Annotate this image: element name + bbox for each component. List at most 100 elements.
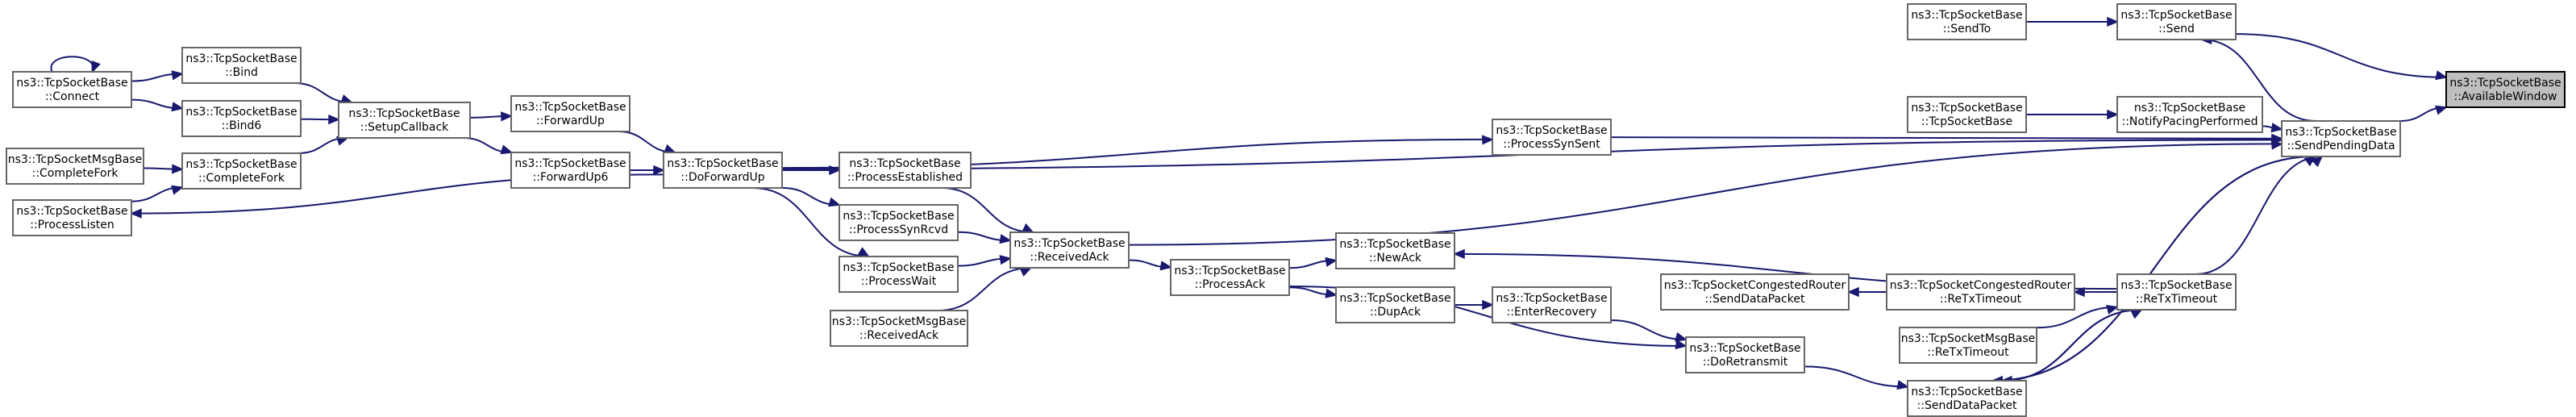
node-process-syn-sent[interactable]: ns3::TcpSocketBase::ProcessSynSent	[1492, 119, 1612, 156]
edge-complete_fork-to-setup_callback	[298, 136, 349, 154]
node-class-label: ns3::TcpSocketBase	[843, 210, 954, 223]
edge-bind6-to-setup_callback	[300, 114, 340, 125]
node-method-label: ::DoRetransmit	[1703, 356, 1788, 369]
node-setup-callback[interactable]: ns3::TcpSocketBase::SetupCallback	[338, 102, 471, 139]
node-class-label: ns3::TcpSocketCongestedRouter	[1890, 279, 2072, 292]
node-class-label: ns3::TcpSocketBase	[1339, 238, 1450, 251]
node-connect[interactable]: ns3::TcpSocketBase::Connect	[12, 71, 132, 108]
node-box	[839, 204, 959, 241]
node-method-label: ::TcpSocketBase	[1921, 115, 2012, 128]
node-box	[181, 152, 302, 190]
node-box	[510, 152, 630, 189]
edge-notify_pacing-to-send_pending_data	[2262, 123, 2283, 133]
edge-line	[2201, 39, 2316, 122]
node-class-label: ns3::TcpSocketBase	[1911, 9, 2022, 22]
arrowhead	[2130, 309, 2143, 319]
edge-congested_re_tx_timeout-to-congested_send_data_packet	[1847, 286, 1887, 298]
node-box	[1907, 380, 2027, 417]
node-box	[1009, 231, 1130, 269]
node-box	[839, 152, 972, 189]
node-msg-received-ack[interactable]: ns3::TcpSocketMsgBase::ReceivedAck	[830, 310, 968, 347]
node-send-data-packet[interactable]: ns3::TcpSocketBase::SendDataPacket	[1907, 380, 2027, 417]
node-new-ack[interactable]: ns3::TcpSocketBase::NewAck	[1335, 232, 1455, 269]
node-send[interactable]: ns3::TcpSocketBase::Send	[2116, 3, 2237, 40]
arrowhead	[1159, 261, 1172, 271]
edge-process_listen-to-complete_fork	[131, 185, 184, 202]
edge-line	[937, 267, 1031, 311]
node-class-label: ns3::TcpSocketBase	[348, 107, 460, 120]
node-congested-send-data-packet[interactable]: ns3::TcpSocketCongestedRouter::SendDataP…	[1660, 273, 1850, 311]
arrowhead	[1847, 286, 1859, 298]
node-send-pending-data[interactable]: ns3::TcpSocketBase::SendPendingData	[2281, 120, 2401, 157]
node-method-label: ::ReTxTimeout	[2136, 293, 2218, 306]
node-bind6[interactable]: ns3::TcpSocketBase::Bind6	[181, 100, 302, 137]
node-method-label: ::SendDataPacket	[1705, 293, 1805, 306]
edge-process_ack-to-new_ack	[1288, 256, 1338, 269]
node-class-label: ns3::TcpSocketBase	[843, 261, 954, 274]
node-class-label: ns3::TcpSocketBase	[2134, 102, 2245, 115]
edge-line	[1610, 319, 1687, 341]
node-do-forward-up[interactable]: ns3::TcpSocketBase::DoForwardUp	[663, 152, 783, 189]
node-send-to[interactable]: ns3::TcpSocketBase::SendTo	[1907, 3, 2027, 40]
edge-do_forward_up-to-process_syn_rcvd	[781, 186, 841, 207]
arrowhead	[328, 114, 340, 125]
arrowhead	[2106, 304, 2119, 315]
edge-dup_ack-to-enter_recovery	[1454, 299, 1494, 311]
node-process-wait[interactable]: ns3::TcpSocketBase::ProcessWait	[839, 256, 959, 293]
edge-connect-to-bind	[131, 70, 184, 82]
edge-do_forward_up-to-process_established	[781, 165, 841, 176]
node-bind[interactable]: ns3::TcpSocketBase::Bind	[181, 47, 302, 84]
edge-setup_callback-to-forward_up6	[463, 137, 514, 155]
node-box	[1660, 273, 1850, 311]
node-box	[2116, 96, 2263, 133]
node-method-label: ::ProcessListen	[30, 219, 114, 231]
edge-line	[1992, 156, 2316, 382]
node-method-label: ::ProcessEstablished	[847, 171, 963, 184]
node-box	[1886, 273, 2075, 311]
node-dup-ack[interactable]: ns3::TcpSocketBase::DupAck	[1335, 286, 1455, 323]
node-forward-up[interactable]: ns3::TcpSocketBase::ForwardUp	[510, 95, 630, 132]
node-do-retransmit[interactable]: ns3::TcpSocketBase::DoRetransmit	[1685, 336, 1805, 373]
node-available-window: ns3::TcpSocketBase::AvailableWindow	[2445, 71, 2566, 108]
node-box	[2445, 71, 2566, 108]
node-box	[1492, 119, 1612, 156]
edge-line	[1128, 143, 2283, 246]
node-method-label: ::SendDataPacket	[1917, 399, 2017, 412]
node-enter-recovery[interactable]: ns3::TcpSocketBase::EnterRecovery	[1492, 286, 1612, 323]
node-msg-re-tx-timeout[interactable]: ns3::TcpSocketMsgBase::ReTxTimeout	[1899, 327, 2037, 364]
node-forward-up6[interactable]: ns3::TcpSocketBase::ForwardUp6	[510, 152, 630, 189]
node-class-label: ns3::TcpSocketCongestedRouter	[1664, 279, 1846, 292]
edge-process_ack-to-dup_ack	[1288, 286, 1338, 298]
node-class-label: ns3::TcpSocketBase	[185, 158, 297, 171]
node-class-label: ns3::TcpSocketBase	[1911, 386, 2022, 398]
edge-send_pending_data-to-send_data_packet	[1991, 156, 2316, 386]
edge-msg_complete_fork-to-complete_fork	[143, 164, 184, 174]
node-msg-complete-fork[interactable]: ns3::TcpSocketMsgBase::CompleteFork	[6, 148, 144, 185]
node-method-label: ::ReceivedAck	[859, 329, 939, 342]
node-tcp-socket-base-ctor[interactable]: ns3::TcpSocketBase::TcpSocketBase	[1907, 96, 2027, 133]
arrowhead	[1675, 332, 1688, 342]
node-received-ack[interactable]: ns3::TcpSocketBase::ReceivedAck	[1009, 231, 1130, 269]
node-class-label: ns3::TcpSocketBase	[2285, 126, 2396, 139]
node-process-listen[interactable]: ns3::TcpSocketBase::ProcessListen	[12, 199, 132, 236]
edge-send_pending_data-to-available_window	[2399, 105, 2448, 123]
node-class-label: ns3::TcpSocketMsgBase	[1901, 332, 2035, 345]
node-method-label: ::Bind	[225, 66, 258, 79]
node-process-established[interactable]: ns3::TcpSocketBase::ProcessEstablished	[839, 152, 972, 189]
node-notify-pacing[interactable]: ns3::TcpSocketBase::NotifyPacingPerforme…	[2116, 96, 2263, 133]
node-re-tx-timeout[interactable]: ns3::TcpSocketBase::ReTxTimeout	[2116, 273, 2237, 311]
node-method-label: ::CompleteFork	[198, 172, 285, 185]
node-box	[1685, 336, 1805, 373]
node-process-ack[interactable]: ns3::TcpSocketBase::ProcessAck	[1170, 259, 1290, 296]
node-congested-re-tx-timeout[interactable]: ns3::TcpSocketCongestedRouter::ReTxTimeo…	[1886, 273, 2075, 311]
node-class-label: ns3::TcpSocketBase	[16, 77, 127, 90]
node-process-syn-rcvd[interactable]: ns3::TcpSocketBase::ProcessSynRcvd	[839, 204, 959, 241]
node-method-label: ::SetupCallback	[360, 121, 449, 134]
node-class-label: ns3::TcpSocketBase	[2449, 77, 2561, 90]
edge-line	[2195, 156, 2322, 275]
node-complete-fork[interactable]: ns3::TcpSocketBase::CompleteFork	[181, 152, 302, 190]
node-method-label: ::ReTxTimeout	[1940, 293, 2022, 306]
arrowhead	[1453, 248, 1465, 259]
arrowhead	[1482, 299, 1494, 311]
arrowhead	[2270, 140, 2283, 150]
